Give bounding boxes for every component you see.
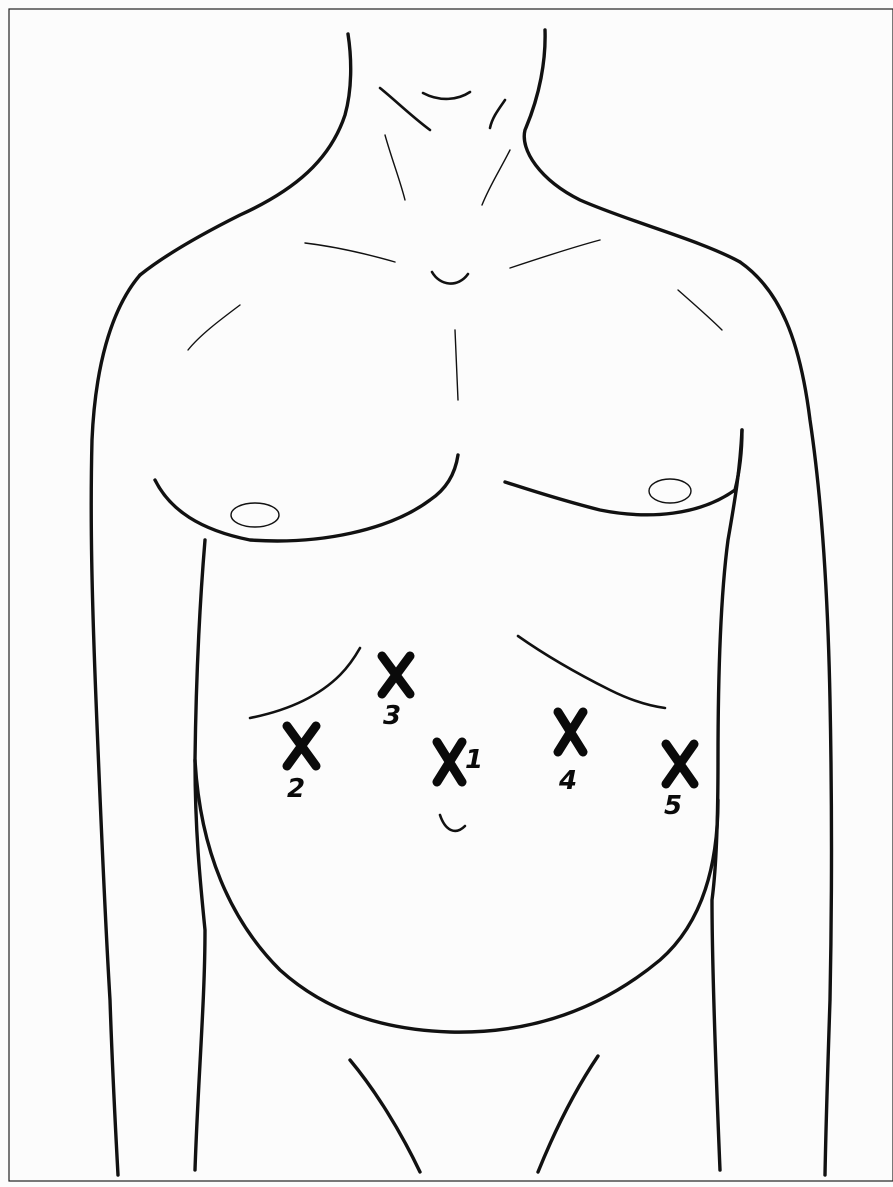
adams-apple [423,92,470,99]
clavicle-right [510,240,600,268]
marker-2: 2 [287,726,316,804]
neck-muscle-left [385,135,405,200]
neck-fold-left [380,88,430,130]
clavicle-left [305,243,395,262]
marker-5: 5 [664,744,694,821]
navel [440,815,465,831]
right-groin-line [538,1056,598,1172]
marker-1-label: 1 [465,745,483,775]
right-deltoid [678,290,722,330]
abdomen-outline [195,760,718,1032]
neck-left-outline [140,34,351,275]
marker-2-cross [287,726,316,766]
marker-3-cross [382,656,410,694]
sternal-notch [432,272,468,284]
figure-frame [9,9,893,1181]
left-groin-line [350,1060,420,1172]
right-pectoral [505,430,742,515]
neck-right-outline [524,30,740,262]
right-nipple [649,479,691,503]
left-arm-inner [195,540,205,1170]
left-deltoid [188,305,240,350]
neck-fold-right [490,100,505,128]
right-arm-outer [740,262,832,1175]
marker-4-cross [558,712,583,752]
left-pectoral [155,455,458,541]
marker-5-cross [666,744,694,784]
left-nipple [231,503,279,527]
marker-3-label: 3 [383,701,401,731]
neck-muscle-right [482,150,510,205]
marker-3: 3 [382,656,410,731]
left-costal-margin [250,648,360,718]
marker-1: 1 [437,742,483,782]
marker-4-label: 4 [558,766,577,796]
marker-4: 4 [558,712,583,796]
marker-5-label: 5 [664,791,682,821]
marker-1-cross [437,742,462,782]
right-costal-margin [518,636,665,708]
sternum-line [455,330,458,400]
marker-2-label: 2 [287,774,305,804]
left-arm-outer [91,275,140,1175]
